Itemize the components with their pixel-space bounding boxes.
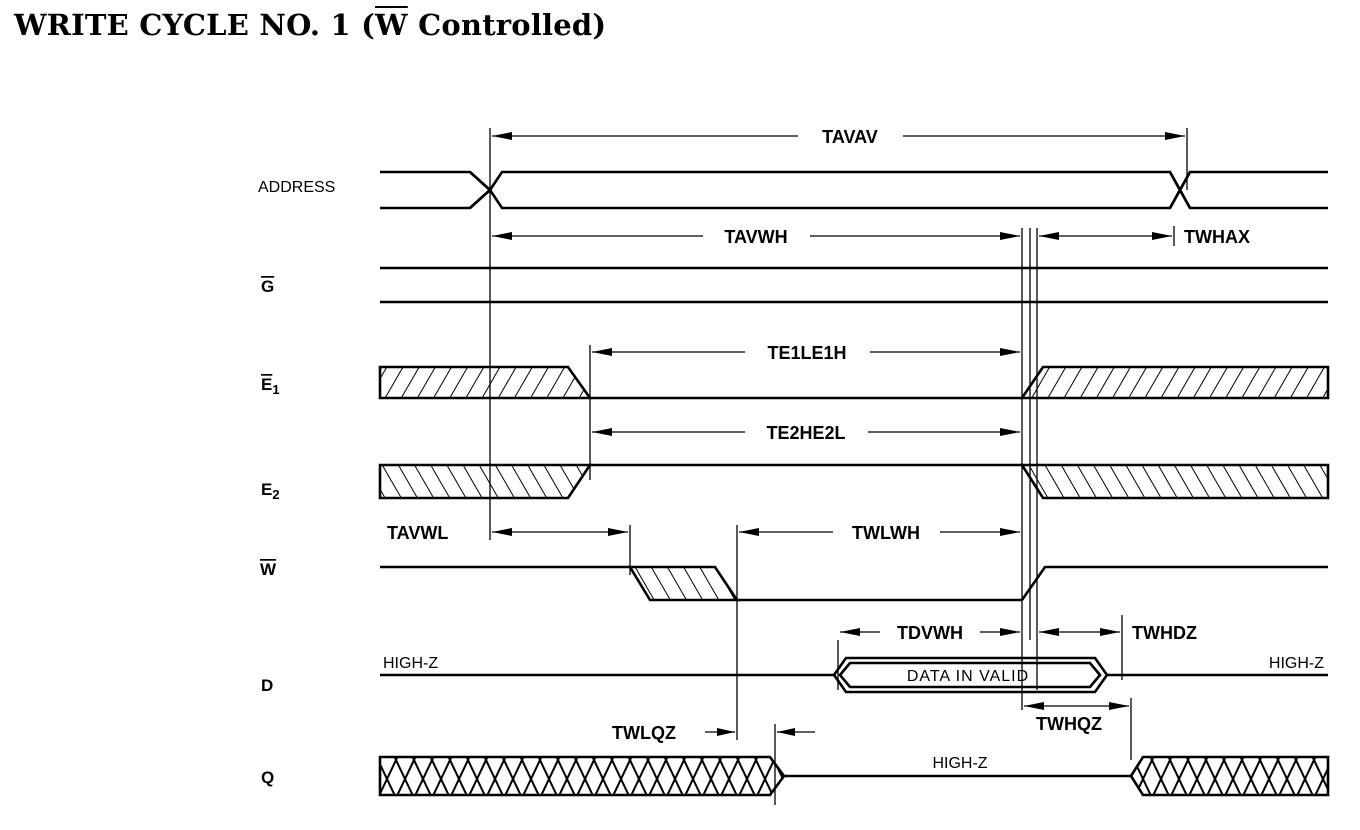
waveform-q — [378, 755, 1330, 797]
title-prefix: WRITE CYCLE NO. 1 ( — [14, 8, 376, 42]
timing-label-twlwh: TWLWH — [852, 523, 920, 543]
timing-label-twhqz: TWHQZ — [1036, 714, 1102, 734]
waveform-e1 — [378, 365, 1330, 400]
waveform-e2 — [378, 463, 1330, 500]
timing-label-tavwl: TAVWL — [387, 523, 448, 543]
signal-label-e1: E1 — [261, 375, 280, 397]
waveform-w — [380, 565, 1328, 602]
timing-label-te2he2l: TE2HE2L — [766, 423, 845, 443]
title-suffix: Controlled) — [407, 8, 607, 42]
timing-label-tavwh: TAVWH — [724, 227, 787, 247]
d-high-z-right: HIGH-Z — [1269, 655, 1324, 672]
page-title: WRITE CYCLE NO. 1 (W Controlled) — [14, 8, 606, 42]
q-high-z-text: HIGH-Z — [932, 755, 987, 772]
waveform-g — [380, 266, 1328, 304]
waveform-address — [380, 170, 1328, 210]
timing-label-te1le1h: TE1LE1H — [767, 343, 846, 363]
signal-label-address: ADDRESS — [258, 179, 335, 196]
timing-label-twlqz: TWLQZ — [612, 723, 676, 743]
data-in-valid-text: DATA IN VALID — [907, 668, 1029, 685]
timing-arrows — [492, 132, 1185, 736]
signal-label-q: Q — [261, 768, 274, 787]
waveform-d — [380, 656, 1328, 694]
title-overline-w: W — [375, 8, 408, 42]
signal-label-d: D — [261, 676, 273, 695]
d-high-z-left: HIGH-Z — [383, 655, 438, 672]
timing-label-tdvwh: TDVWH — [897, 623, 963, 643]
signal-label-w: W — [260, 560, 277, 579]
timing-label-twhax: TWHAX — [1184, 227, 1250, 247]
timing-label-twhdz: TWHDZ — [1132, 623, 1197, 643]
signal-label-e2: E2 — [261, 480, 280, 502]
timing-label-tavav: TAVAV — [822, 127, 878, 147]
signal-label-g: G — [261, 277, 274, 296]
